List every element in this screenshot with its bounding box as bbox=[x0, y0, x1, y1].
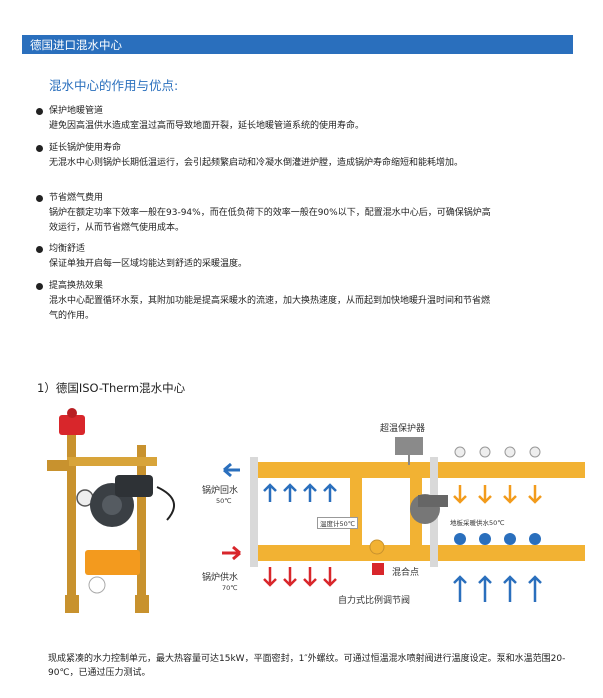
label-floor-supply: 地板采暖供水50℃ bbox=[450, 519, 505, 527]
brass-pipe-left bbox=[67, 435, 76, 595]
bullet-icon bbox=[36, 145, 43, 152]
floor-down-arrow bbox=[453, 485, 467, 504]
up-arrow bbox=[263, 483, 277, 502]
actuator bbox=[85, 550, 140, 575]
valve-body bbox=[369, 539, 385, 555]
floor-up-arrow bbox=[503, 575, 517, 602]
down-arrow bbox=[283, 567, 297, 587]
product-title: 1）德国ISO-Therm混水中心 bbox=[37, 381, 186, 395]
up-arrow bbox=[323, 483, 337, 502]
vent-cap bbox=[529, 446, 541, 458]
valve-cap bbox=[59, 415, 85, 435]
label-thermometer: 温度计50℃ bbox=[317, 517, 359, 529]
down-arrow bbox=[323, 567, 337, 587]
floor-up-arrow bbox=[528, 575, 542, 602]
pump-motor bbox=[418, 495, 448, 507]
advantage-title: 保护地暖管道 bbox=[49, 106, 104, 116]
actuator-knob bbox=[88, 576, 106, 594]
advantage-item: 保护地暖管道 避免因高温供水造成室温过高而导致地面开裂，延长地暖管道系统的使用寿… bbox=[36, 104, 496, 134]
flow-meter bbox=[479, 533, 491, 545]
brass-outlet-left bbox=[65, 595, 79, 613]
advantage-title: 均衡舒适 bbox=[49, 244, 86, 254]
flow-meter bbox=[504, 533, 516, 545]
header-bar: 德国进口混水中心 bbox=[22, 35, 573, 54]
floor-up-arrow bbox=[453, 575, 467, 602]
valve-knob bbox=[67, 408, 77, 418]
brass-pipe-top bbox=[67, 457, 157, 466]
label-boiler-return-temp: 50℃ bbox=[216, 497, 232, 505]
advantage-item: 延长锅炉使用寿命 无混水中心则锅炉长期低温运行，会引起频繁启动和冷凝水倒灌进炉膛… bbox=[36, 141, 496, 171]
floor-down-arrow bbox=[478, 485, 492, 504]
bracket-left bbox=[250, 457, 258, 567]
label-valve: 自力式比例调节阀 bbox=[338, 596, 411, 606]
pump-motor bbox=[115, 475, 153, 497]
down-arrow bbox=[263, 567, 277, 587]
floor-up-arrow bbox=[478, 575, 492, 602]
valve-head bbox=[372, 563, 384, 575]
advantage-desc: 混水中心配置循环水泵，其附加功能是提高采暖水的流速，加大换热速度，从而起到加快地… bbox=[49, 296, 491, 321]
advantage-title: 提高换热效果 bbox=[49, 281, 104, 291]
supply-manifold-pipe bbox=[255, 545, 585, 561]
label-boiler-supply: 锅炉供水 bbox=[202, 573, 239, 583]
hydraulic-diagram: 超温保护器 锅炉回水 50℃ 锅炉供水 70℃ 温度计50℃ 地板采暖供水50℃… bbox=[200, 417, 590, 612]
label-mixing-point: 混合点 bbox=[392, 568, 420, 578]
bypass-pipe bbox=[350, 472, 362, 552]
pump-hub bbox=[102, 495, 122, 515]
product-photo bbox=[47, 408, 176, 613]
vent-cap bbox=[479, 446, 491, 458]
floor-down-arrow bbox=[503, 485, 517, 504]
label-overheat-protector: 超温保护器 bbox=[380, 424, 426, 434]
brass-outlet-right bbox=[135, 595, 149, 613]
advantage-title: 节省燃气费用 bbox=[49, 193, 104, 203]
down-arrow bbox=[303, 567, 317, 587]
brass-fitting bbox=[47, 460, 69, 471]
advantage-desc: 锅炉在额定功率下效率一般在93-94%，而在低负荷下的效率一般在90%以下，配置… bbox=[49, 208, 491, 233]
bullet-icon bbox=[36, 108, 43, 115]
label-boiler-supply-temp: 70℃ bbox=[222, 584, 238, 592]
product-description: 现成紧凑的水力控制单元，最大热容量可达15kW，平面密封，1″外螺纹。可通过恒温… bbox=[48, 654, 566, 678]
advantage-item: 提高换热效果 混水中心配置循环水泵，其附加功能是提高采暖水的流速，加大换热速度，… bbox=[36, 279, 496, 324]
bullet-icon bbox=[36, 283, 43, 290]
return-arrow bbox=[223, 462, 240, 478]
overheat-protector-device bbox=[395, 437, 423, 455]
flow-meter bbox=[454, 533, 466, 545]
advantage-desc: 避免因高温供水造成室温过高而导致地面开裂，延长地暖管道系统的使用寿命。 bbox=[49, 121, 365, 131]
bullet-icon bbox=[36, 246, 43, 253]
advantage-item: 节省燃气费用 锅炉在额定功率下效率一般在93-94%，而在低负荷下的效率一般在9… bbox=[36, 191, 496, 236]
advantage-desc: 无混水中心则锅炉长期低温运行，会引起频繁启动和冷凝水倒灌进炉膛，造成锅炉寿命缩短… bbox=[49, 158, 464, 168]
pump-cable bbox=[156, 486, 176, 521]
advantage-title: 延长锅炉使用寿命 bbox=[49, 143, 122, 153]
bullet-icon bbox=[36, 195, 43, 202]
advantage-item: 均衡舒适 保证单独开启每一区域均能达到舒适的采暖温度。 bbox=[36, 242, 496, 272]
supply-arrow bbox=[222, 545, 241, 561]
brass-pipe-right bbox=[137, 445, 146, 595]
label-boiler-return: 锅炉回水 bbox=[202, 486, 239, 496]
header-title: 德国进口混水中心 bbox=[30, 38, 122, 52]
diagram-graphic bbox=[222, 437, 585, 602]
vent-cap bbox=[454, 446, 466, 458]
flow-meter bbox=[529, 533, 541, 545]
section-heading: 混水中心的作用与优点: bbox=[49, 78, 179, 93]
up-arrow bbox=[283, 483, 297, 502]
vent-cap bbox=[504, 446, 516, 458]
advantage-desc: 保证单独开启每一区域均能达到舒适的采暖温度。 bbox=[49, 259, 248, 269]
up-arrow bbox=[303, 483, 317, 502]
floor-down-arrow bbox=[528, 485, 542, 504]
return-manifold-pipe bbox=[255, 462, 585, 478]
